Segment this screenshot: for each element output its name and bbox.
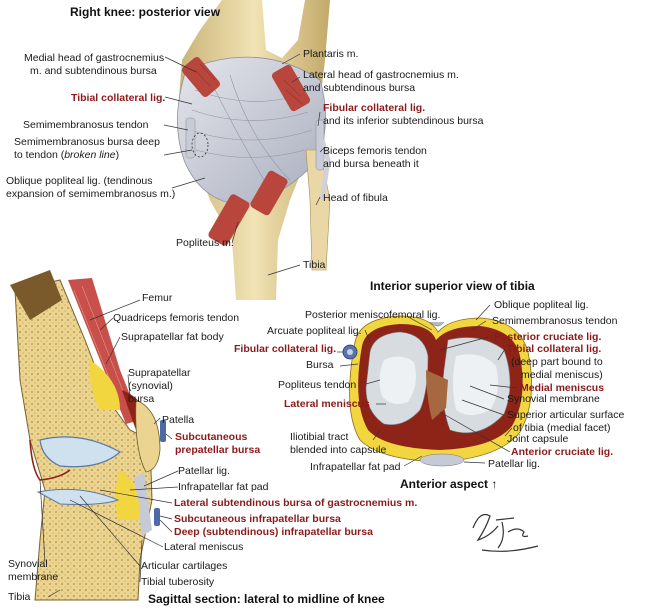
label-subcut-prepatellar-1: Subcutaneous	[175, 431, 248, 443]
label-tibia-sagittal: Tibia	[8, 591, 31, 603]
suprapatellar-fat-body	[89, 360, 120, 410]
label-iliotibial-2: blended into capsule	[290, 444, 386, 456]
label-biceps-1: Biceps femoris tendon	[323, 145, 427, 157]
posterior-leader-lines	[163, 53, 325, 276]
label-tibial-tuberosity: Tibial tuberosity	[141, 576, 215, 588]
label-lateral-gastroc-1: Lateral head of gastrocnemius m.	[303, 69, 459, 81]
label-bursa: Bursa	[306, 359, 334, 371]
title-posterior-view: Right knee: posterior view	[70, 5, 221, 19]
label-lateral-gastroc-2: and subtendinous bursa	[303, 82, 415, 94]
title-tibia-view: Interior superior view of tibia	[370, 279, 535, 293]
sagittal-leader-lines	[39, 299, 179, 598]
patellar-ligament	[134, 472, 152, 536]
label-quadriceps: Quadriceps femoris tendon	[113, 312, 239, 324]
label-subcut-prepatellar-2: prepatellar bursa	[175, 444, 260, 456]
label-suprapatellar-fat: Suprapatellar fat body	[121, 331, 224, 343]
femur-marrow	[10, 270, 62, 320]
label-medial-gastroc-2: m. and subtendinous bursa	[30, 65, 157, 77]
label-lateral-subtendinous-bursa: Lateral subtendinous bursa of gastrocnem…	[174, 497, 417, 509]
label-fibular-collateral-tibia: Fibular collateral lig.	[234, 343, 336, 355]
label-tibial-coll-3: medial meniscus)	[521, 369, 603, 381]
label-popliteus: Popliteus m.	[176, 237, 234, 249]
label-joint-capsule: Joint capsule	[507, 433, 568, 445]
label-semimem-bursa-2: to tendon (broken line)	[14, 149, 119, 161]
label-suprapatellar-bursa-1: Suprapatellar	[128, 367, 191, 379]
label-fibular-collateral-2: and its inferior subtendinous bursa	[323, 115, 484, 127]
label-sup-articular-2: of tibia (medial facet)	[513, 422, 610, 434]
label-medial-gastroc-1: Medial head of gastrocnemius	[24, 52, 164, 64]
quadriceps-tendon	[68, 278, 140, 424]
label-infrapatellar-fat-tibia: Infrapatellar fat pad	[310, 461, 401, 473]
label-iliotibial-1: Iliotibial tract	[290, 431, 348, 443]
label-oblique-popliteal-tibia: Oblique popliteal lig.	[494, 299, 589, 311]
label-tibial-coll-2: (deep part bound to	[511, 356, 603, 368]
label-popliteus-tendon: Popliteus tendon	[278, 379, 356, 391]
label-post-meniscofemoral: Posterior meniscofemoral lig.	[305, 309, 440, 321]
tibia-leader-lines	[337, 304, 518, 467]
label-subcut-infrapatellar: Subcutaneous infrapatellar bursa	[174, 513, 341, 525]
label-tibial-collateral: Tibial collateral lig.	[71, 92, 165, 104]
popliteus-muscle-lower	[208, 194, 250, 246]
label-lateral-meniscus-tibia: Lateral meniscus	[284, 398, 370, 410]
label-patellar-lig-tibia: Patellar lig.	[488, 458, 540, 470]
medial-gastrocnemius-muscle	[181, 57, 221, 97]
popliteus-muscle-upper	[250, 170, 288, 216]
label-tibial-collateral-tibia: Tibial collateral lig.	[507, 343, 601, 355]
label-suprapatellar-bursa-2: (synovial)	[128, 380, 173, 392]
lateral-facet	[379, 356, 416, 404]
tibia-superior-figure	[342, 315, 532, 467]
label-posterior-cruciate: Posterior cruciate lig.	[494, 331, 601, 343]
label-anterior-cruciate: Anterior cruciate lig.	[511, 446, 613, 458]
label-patellar-lig-sagittal: Patellar lig.	[178, 465, 230, 477]
medial-facet	[453, 354, 498, 415]
semimembranosus-tendon	[185, 117, 196, 159]
prepatellar-bursa	[160, 420, 166, 442]
patellar-ligament-cross-section	[419, 453, 465, 467]
netter-signature	[472, 513, 539, 552]
label-infrapatellar-fat-sagittal: Infrapatellar fat pad	[178, 481, 269, 493]
label-synovial-2: membrane	[8, 571, 58, 583]
label-arcuate-popliteal: Arcuate popliteal lig.	[267, 325, 362, 337]
semimembranosus-bursa-outline	[191, 132, 209, 158]
label-semimem-bursa-1: Semimembranosus bursa deep	[14, 136, 160, 148]
biceps-femoris-tendon	[319, 139, 331, 201]
lateral-gastrocnemius-muscle	[271, 64, 311, 112]
label-plantaris: Plantaris m.	[303, 48, 358, 60]
label-medial-meniscus: Medial meniscus	[520, 382, 604, 394]
label-semimembranosus-tendon: Semimembranosus tendon	[23, 119, 149, 131]
label-oblique-popliteal-1: Oblique popliteal lig. (tendinous	[6, 175, 153, 187]
label-anterior-aspect: Anterior aspect ↑	[400, 477, 497, 491]
sagittal-section-figure	[10, 270, 166, 601]
posterior-cruciate-insertion	[429, 321, 445, 327]
tibial-cartilage	[36, 488, 120, 505]
title-sagittal-section: Sagittal section: lateral to midline of …	[148, 592, 385, 606]
label-oblique-popliteal-2: expansion of semimembranosus m.)	[6, 188, 175, 200]
label-femur: Femur	[142, 292, 173, 304]
label-suprapatellar-bursa-3: bursa	[128, 393, 154, 405]
label-lateral-meniscus-sagittal: Lateral meniscus	[164, 541, 243, 553]
posterior-knee-figure	[177, 0, 331, 300]
label-synovial-membrane-tibia: Synovial membrane	[507, 393, 600, 405]
label-synovial-1: Synovial	[8, 558, 48, 570]
label-patella: Patella	[162, 414, 194, 426]
label-deep-infrapatellar: Deep (subtendinous) infrapatellar bursa	[174, 526, 373, 538]
label-tibia-posterior: Tibia	[303, 259, 326, 271]
subcutaneous-infrapatellar-bursa	[154, 508, 160, 526]
cruciate-ligaments	[426, 370, 448, 420]
label-fibular-collateral: Fibular collateral lig.	[323, 102, 425, 114]
patella-bone	[135, 399, 161, 473]
label-biceps-2: and bursa beneath it	[323, 158, 419, 170]
joint-space-cartilage	[39, 436, 122, 468]
label-sup-articular-1: Superior articular surface	[507, 409, 624, 421]
label-semimembranosus-tibia: Semimembranosus tendon	[492, 315, 618, 327]
label-articular-cartilages: Articular cartilages	[141, 560, 227, 572]
label-head-of-fibula: Head of fibula	[323, 192, 388, 204]
